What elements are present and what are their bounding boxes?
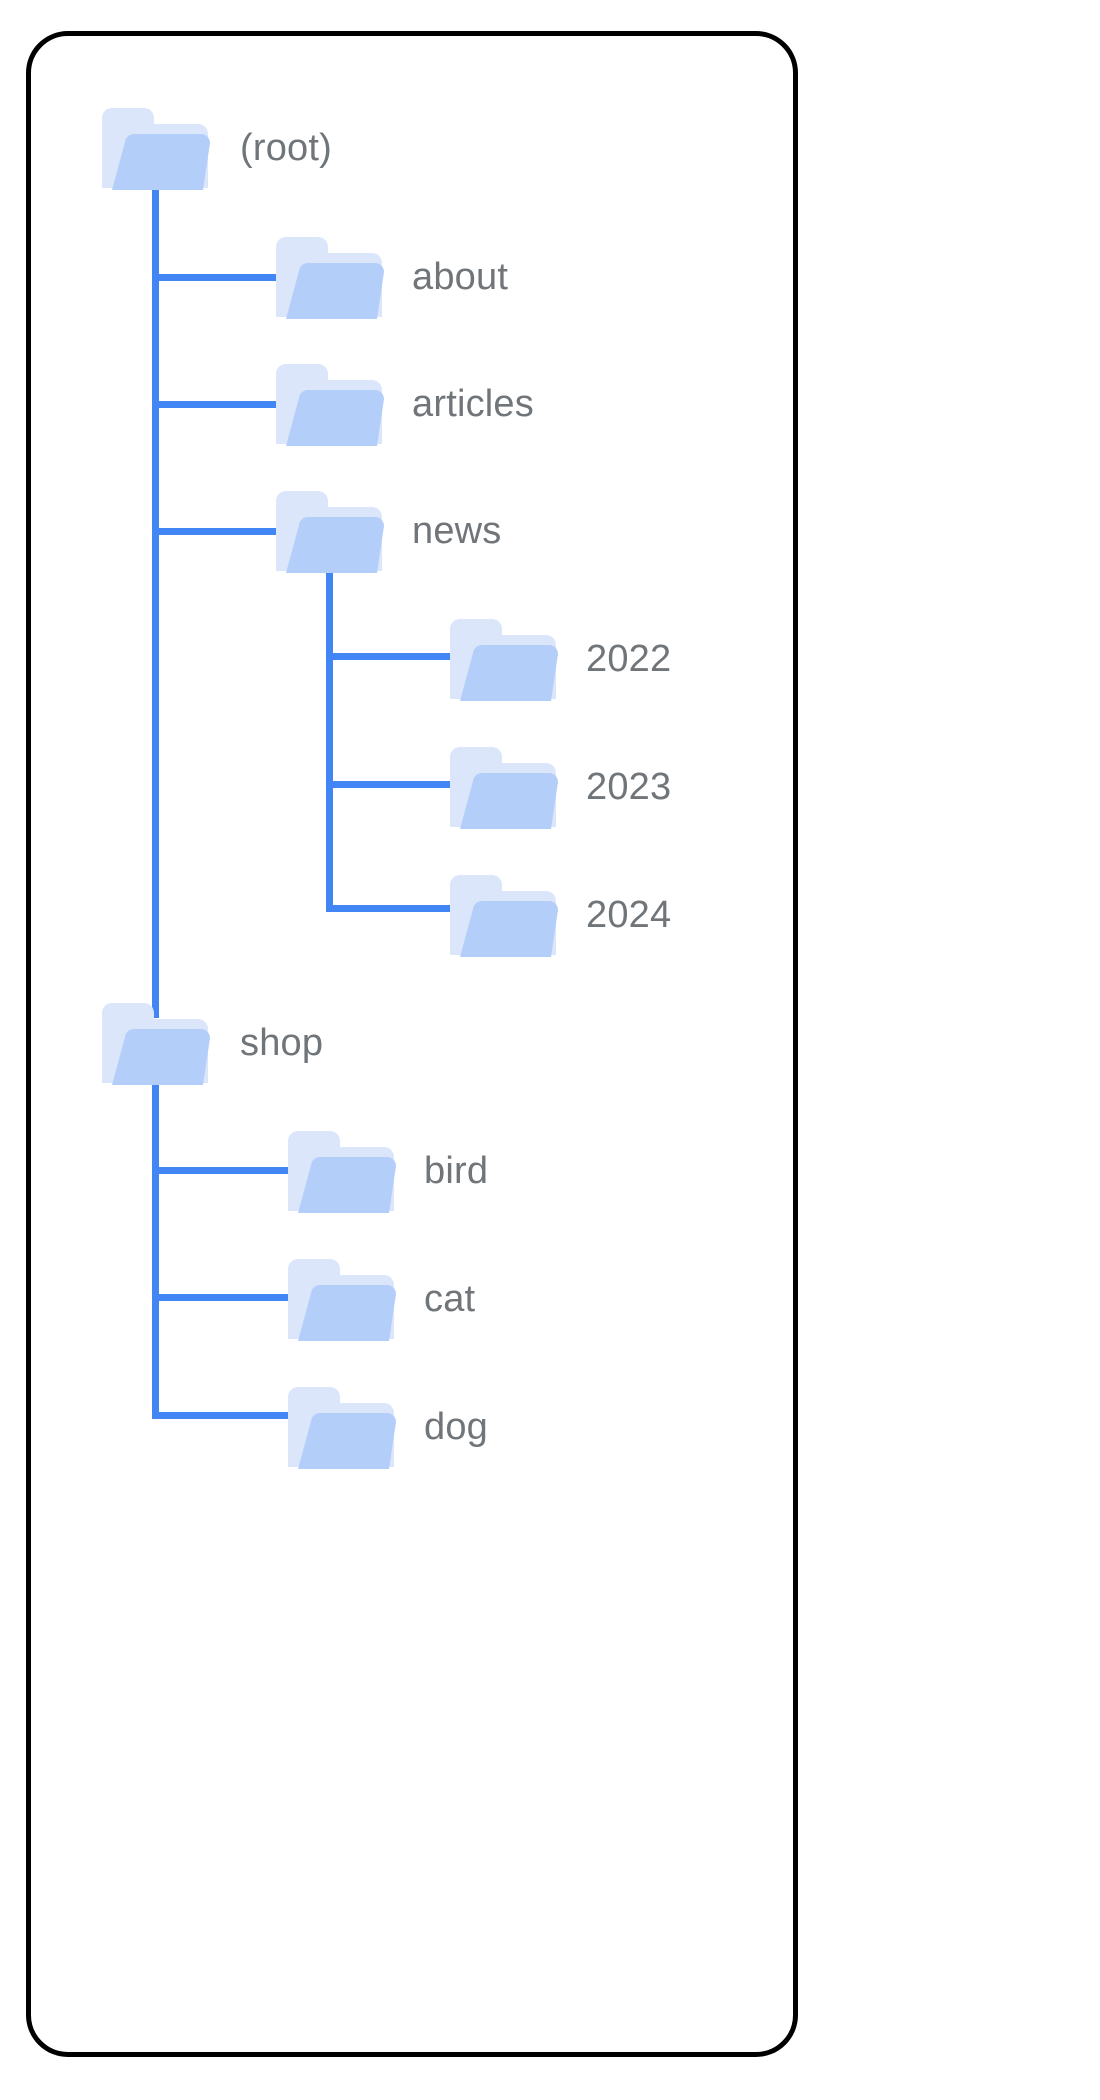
folder-icon — [286, 1383, 396, 1471]
tree-node-label: dog — [424, 1406, 489, 1448]
tree-node-label: (root) — [240, 127, 332, 169]
tree-node-cat[interactable]: cat — [286, 1255, 475, 1343]
folder-icon — [286, 1127, 396, 1215]
folder-icon — [274, 360, 384, 448]
tree-node-dog[interactable]: dog — [286, 1383, 488, 1471]
folder-icon — [448, 871, 558, 959]
tree-node-label: articles — [412, 383, 534, 425]
folder-icon — [286, 1255, 396, 1343]
tree-node-label: bird — [424, 1150, 489, 1192]
tree-node-label: 2024 — [586, 894, 672, 936]
tree-node-shop[interactable]: shop — [100, 999, 323, 1087]
tree-node-label: cat — [424, 1278, 476, 1320]
folder-icon — [448, 615, 558, 703]
folder-icon — [100, 999, 210, 1087]
tree-node-news-2022[interactable]: 2022 — [448, 615, 671, 703]
tree-node-label: 2022 — [586, 638, 672, 680]
folder-icon — [100, 104, 210, 192]
tree-node-news-2024[interactable]: 2024 — [448, 871, 671, 959]
tree-node-news[interactable]: news — [274, 487, 502, 575]
tree-node-bird[interactable]: bird — [286, 1127, 488, 1215]
tree-node-news-2023[interactable]: 2023 — [448, 743, 671, 831]
tree-node-label: news — [412, 510, 502, 552]
folder-icon — [274, 487, 384, 575]
folder-icon — [448, 743, 558, 831]
tree-node-label: shop — [240, 1022, 324, 1064]
tree-node-about[interactable]: about — [274, 233, 508, 321]
tree-node-root[interactable]: (root) — [100, 104, 332, 192]
tree-node-label: 2023 — [586, 766, 672, 808]
tree-node-label: about — [412, 256, 509, 298]
folder-icon — [274, 233, 384, 321]
tree-node-articles[interactable]: articles — [274, 360, 534, 448]
